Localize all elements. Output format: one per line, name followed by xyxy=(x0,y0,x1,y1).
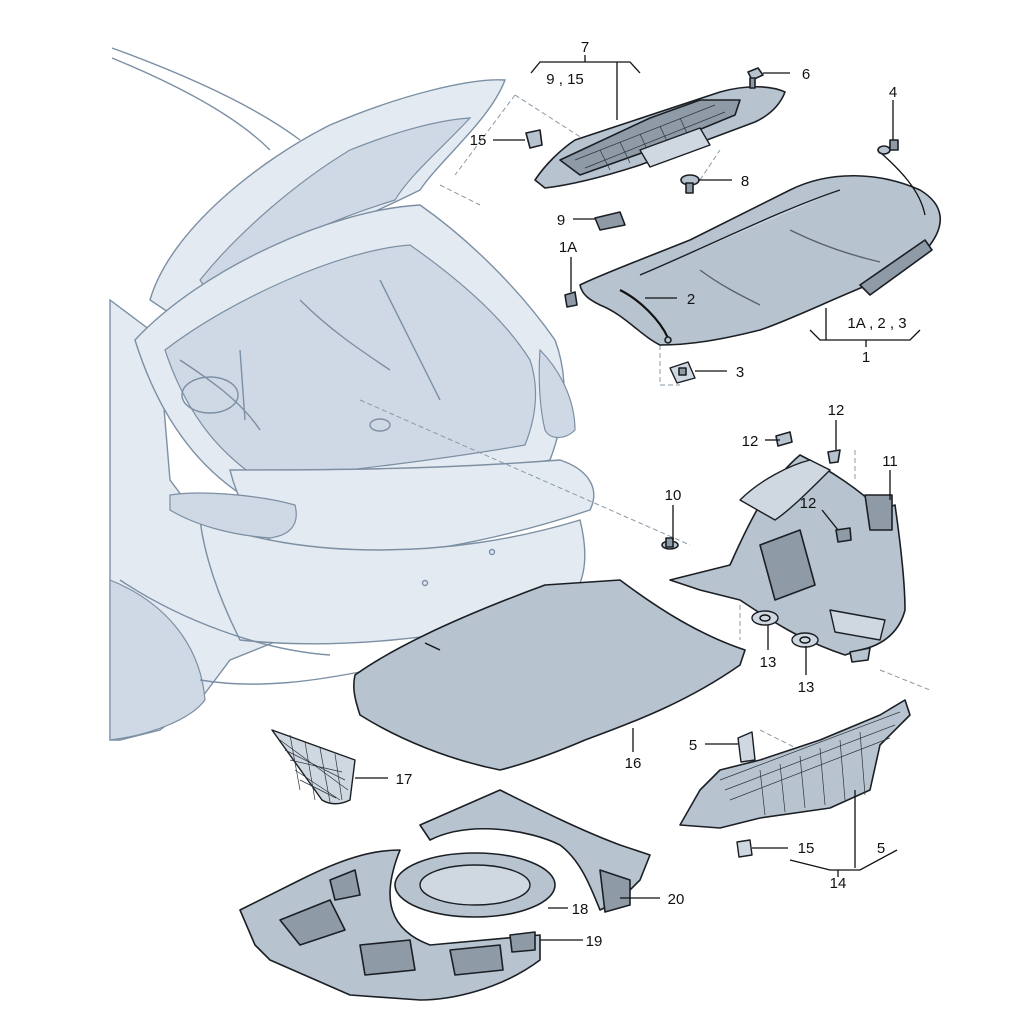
part-1-parcel-shelf xyxy=(579,174,942,346)
label-13-b: 13 xyxy=(798,679,815,696)
label-14: 14 xyxy=(830,875,847,892)
label-15-top: 15 xyxy=(470,132,487,149)
label-12-a: 12 xyxy=(742,433,759,450)
label-1: 1 xyxy=(862,349,870,366)
part-16-floor-mat xyxy=(353,579,746,771)
leader-lines xyxy=(355,55,921,941)
callout-labels: 7 9 , 15 6 15 4 8 9 1A 2 1A , 2 , 3 1 3 … xyxy=(396,39,907,950)
label-18: 18 xyxy=(572,901,589,918)
label-17: 17 xyxy=(396,771,413,788)
label-1A-top: 1A xyxy=(559,239,577,256)
part-8-screw xyxy=(680,174,700,194)
label-19: 19 xyxy=(586,933,603,950)
label-12-b: 12 xyxy=(828,402,845,419)
label-3: 3 xyxy=(736,364,744,381)
label-8: 8 xyxy=(741,173,749,190)
part-11-side-trim-panel xyxy=(669,454,906,663)
part-10-screw xyxy=(661,537,679,550)
part-4-cable xyxy=(877,139,926,216)
label-7: 7 xyxy=(581,39,589,56)
part-15-clip xyxy=(525,129,543,149)
assembly-lines xyxy=(359,94,931,751)
part-5-clips xyxy=(737,731,756,763)
label-11: 11 xyxy=(882,453,898,470)
label-6: 6 xyxy=(802,66,810,83)
label-16: 16 xyxy=(625,755,642,772)
label-20: 20 xyxy=(668,891,685,908)
part-13-hooks xyxy=(751,610,819,648)
label-9: 9 xyxy=(557,212,565,229)
label-5-top: 5 xyxy=(689,737,697,754)
part-14-sill-trim xyxy=(679,699,911,829)
part-15-clip-bottom xyxy=(736,839,753,858)
label-5-bot: 5 xyxy=(877,840,885,857)
part-19-tool-tray xyxy=(239,849,541,1001)
part-7-upper-trim-panel xyxy=(534,86,786,189)
label-4: 4 xyxy=(889,84,897,101)
part-6-screw xyxy=(747,67,764,89)
label-2: 2 xyxy=(687,291,695,308)
label-13-a: 13 xyxy=(760,654,777,671)
part-18-wheel-ring xyxy=(394,852,556,918)
part-20-wheel-well-insert xyxy=(419,789,651,913)
part-17-cargo-net xyxy=(271,729,356,805)
label-9-15: 9 , 15 xyxy=(546,71,584,88)
label-1A-2-3: 1A , 2 , 3 xyxy=(847,315,906,332)
label-15-bot: 15 xyxy=(798,840,815,857)
part-12-clips xyxy=(775,431,852,543)
label-10: 10 xyxy=(665,487,682,504)
label-12-c: 12 xyxy=(800,495,817,512)
part-1A-clip xyxy=(564,291,578,308)
part-3-bracket xyxy=(669,361,696,384)
car-body xyxy=(109,47,595,741)
part-9-bumper xyxy=(594,211,626,231)
